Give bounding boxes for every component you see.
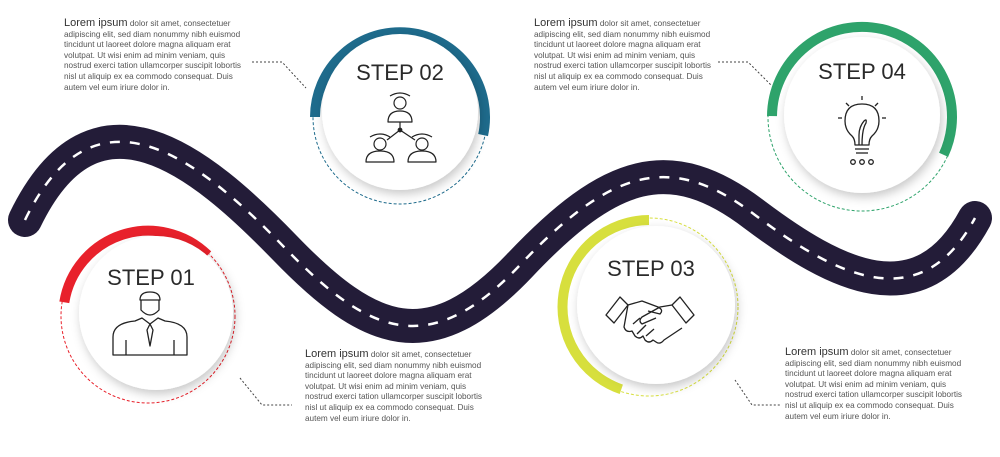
step-01-label: STEP 01 — [107, 265, 195, 290]
connector-step4 — [718, 61, 773, 87]
step-01-body: dolor sit amet, consectetuer adipiscing … — [305, 350, 483, 423]
step-01: STEP 01 — [59, 225, 236, 404]
step-04-arc — [767, 21, 957, 157]
step-01-dashed-ring — [60, 228, 236, 404]
connector-step1 — [239, 377, 292, 406]
step-01-heading: Lorem ipsum — [305, 348, 369, 360]
step-03-description: Lorem ipsum dolor sit amet, consectetuer… — [785, 347, 975, 422]
step-01-description: Lorem ipsum dolor sit amet, consectetuer… — [305, 349, 495, 424]
lightbulb-icon — [838, 96, 886, 165]
handshake-icon — [605, 296, 695, 344]
step-02-arc — [310, 27, 490, 137]
step-02-description: Lorem ipsum dolor sit amet, consectetuer… — [64, 18, 254, 93]
step-03-label: STEP 03 — [607, 256, 695, 281]
team-hierarchy-icon — [365, 92, 437, 163]
connector-lines — [239, 61, 780, 406]
step-02-heading: Lorem ipsum — [64, 17, 128, 29]
step-02-body: dolor sit amet, consectetuer adipiscing … — [64, 19, 242, 92]
step-02: STEP 02 — [310, 27, 490, 205]
step-03-dashed-ring — [559, 217, 739, 397]
step-03-heading: Lorem ipsum — [785, 346, 849, 358]
step-03-disc — [577, 226, 735, 384]
connector-step3 — [734, 379, 780, 406]
step-01-arc — [59, 225, 212, 304]
step-03: STEP 03 — [557, 215, 739, 397]
step-02-label: STEP 02 — [356, 60, 444, 85]
step-04-description: Lorem ipsum dolor sit amet, consectetuer… — [534, 18, 724, 93]
connector-step2 — [252, 61, 307, 89]
road — [8, 124, 992, 343]
step-03-arc — [557, 215, 650, 395]
step-03-body: dolor sit amet, consectetuer adipiscing … — [785, 348, 963, 421]
step-04-disc — [784, 37, 940, 193]
step-04-heading: Lorem ipsum — [534, 17, 598, 29]
step-02-disc — [322, 34, 478, 190]
road-lane-markings — [23, 140, 977, 328]
step-04: STEP 04 — [767, 21, 957, 212]
step-04-body: dolor sit amet, consectetuer adipiscing … — [534, 19, 712, 92]
step-04-label: STEP 04 — [818, 59, 906, 84]
person-icon — [112, 291, 188, 356]
